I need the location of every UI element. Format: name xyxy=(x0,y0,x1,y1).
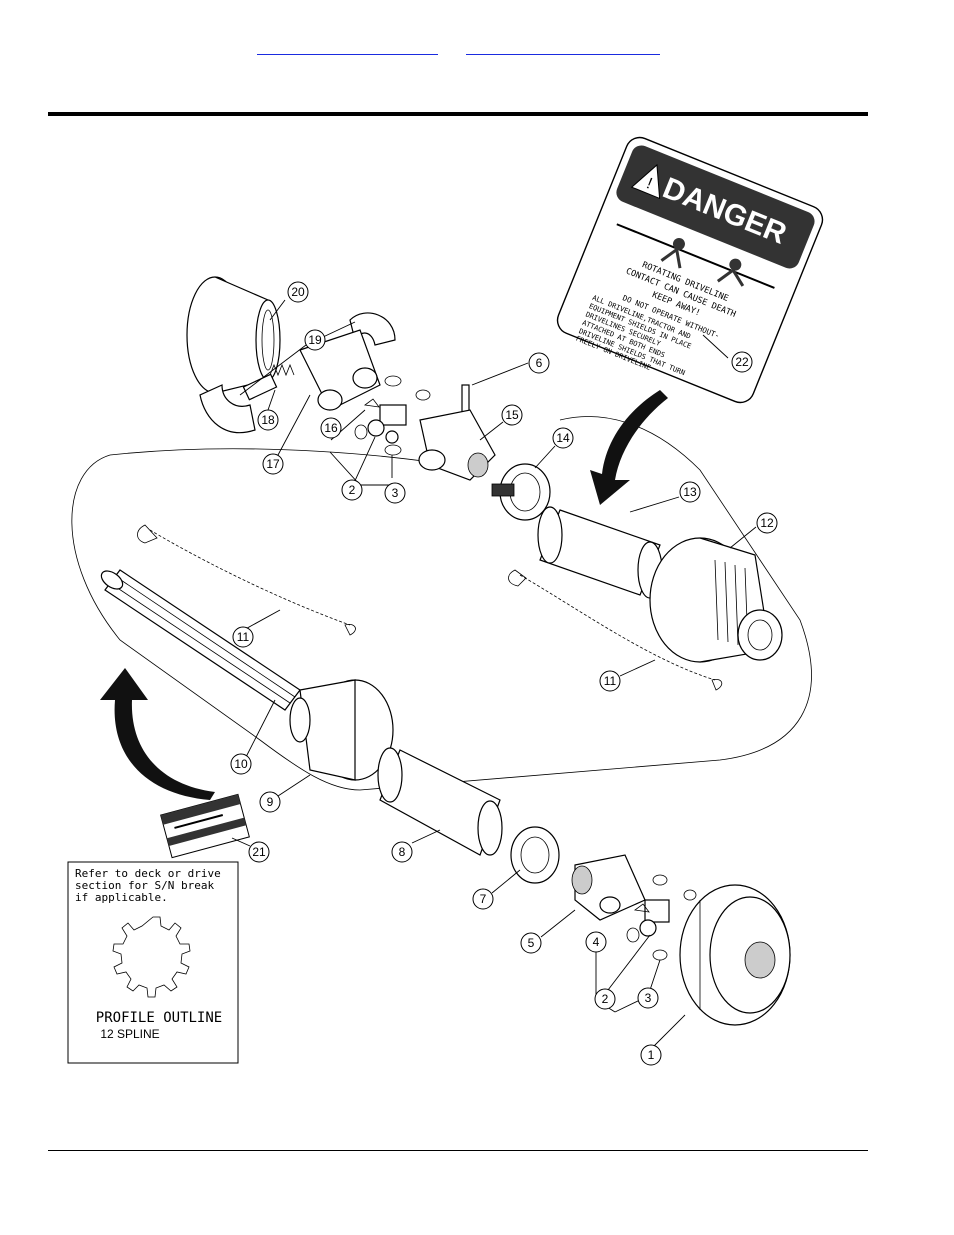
callout-17[interactable]: 17 xyxy=(262,453,284,475)
part-7-bearing-ring xyxy=(510,826,560,884)
svg-text:11: 11 xyxy=(604,674,617,688)
svg-text:6: 6 xyxy=(536,356,543,370)
svg-text:3: 3 xyxy=(392,486,399,500)
callout-2-upper[interactable]: 2 xyxy=(341,479,363,501)
svg-text:8: 8 xyxy=(399,845,406,859)
decal-arrow-upper xyxy=(590,390,668,505)
svg-text:21: 21 xyxy=(252,845,266,859)
part-12-shield-cone xyxy=(649,537,783,663)
callout-1[interactable]: 1 xyxy=(640,1044,662,1066)
header-rule xyxy=(48,112,868,116)
callout-2-lower[interactable]: 2 xyxy=(594,988,616,1010)
svg-text:11: 11 xyxy=(237,630,250,644)
callout-9[interactable]: 9 xyxy=(259,791,281,813)
callout-18[interactable]: 18 xyxy=(257,409,279,431)
danger-decal: ! DANGER ROTATING DRIVELINE CONTACT CAN … xyxy=(556,136,824,404)
callout-20[interactable]: 20 xyxy=(287,281,309,303)
svg-text:5: 5 xyxy=(528,936,535,950)
note-line-1: Refer to deck or drive xyxy=(75,867,221,880)
svg-text:10: 10 xyxy=(234,757,248,771)
part-11-chain-upper xyxy=(149,529,351,626)
svg-text:2: 2 xyxy=(602,992,609,1006)
part-1-clutch xyxy=(679,884,791,1026)
callout-5[interactable]: 5 xyxy=(520,932,542,954)
svg-text:22: 22 xyxy=(735,355,749,369)
svg-text:2: 2 xyxy=(349,483,356,497)
part-17-yoke xyxy=(299,329,381,411)
part-20-shield-cone xyxy=(186,276,281,394)
svg-text:9: 9 xyxy=(267,795,274,809)
svg-text:!: ! xyxy=(644,175,654,192)
part-9-inner-shield xyxy=(289,679,394,781)
part-15-yoke xyxy=(418,409,496,481)
svg-text:4: 4 xyxy=(593,935,600,949)
part-18-spring-pin xyxy=(242,363,295,401)
svg-text:15: 15 xyxy=(505,408,519,422)
callout-19[interactable]: 19 xyxy=(304,329,326,351)
part-10-splined-shaft xyxy=(100,569,301,711)
svg-text:7: 7 xyxy=(480,892,487,906)
svg-text:14: 14 xyxy=(556,431,570,445)
part-19-yoke-half-lower xyxy=(199,384,256,434)
callout-12[interactable]: 12 xyxy=(756,512,778,534)
callout-4[interactable]: 4 xyxy=(585,931,607,953)
callout-8[interactable]: 8 xyxy=(391,841,413,863)
callout-3-upper[interactable]: 3 xyxy=(384,482,406,504)
callout-7[interactable]: 7 xyxy=(472,888,494,910)
decal-arrow-lower xyxy=(100,668,215,800)
callout-11-lower[interactable]: 11 xyxy=(599,670,621,692)
profile-subtitle: 12 SPLINE xyxy=(100,1027,159,1041)
profile-title: PROFILE OUTLINE xyxy=(96,1010,222,1026)
svg-text:3: 3 xyxy=(645,991,652,1005)
part-14-bearing-ring xyxy=(491,463,551,521)
svg-text:18: 18 xyxy=(261,413,275,427)
callout-22[interactable]: 22 xyxy=(731,351,753,373)
callout-15[interactable]: 15 xyxy=(501,404,523,426)
callout-16[interactable]: 16 xyxy=(320,417,342,439)
svg-text:13: 13 xyxy=(683,485,697,499)
note-line-3: if applicable. xyxy=(75,891,168,904)
nav-link-2[interactable] xyxy=(466,40,660,55)
callout-10[interactable]: 10 xyxy=(230,753,252,775)
spline-note-box: Refer to deck or drive section for S/N b… xyxy=(67,861,239,1064)
svg-text:12: 12 xyxy=(760,516,774,530)
svg-text:16: 16 xyxy=(324,421,338,435)
part-11-chain-lower xyxy=(519,574,716,681)
part-13-outer-tube xyxy=(537,506,663,599)
assembly-outline xyxy=(71,416,812,791)
callout-13[interactable]: 13 xyxy=(679,481,701,503)
part-16-cross-kit xyxy=(354,375,431,456)
svg-text:1: 1 xyxy=(648,1048,655,1062)
callout-3-lower[interactable]: 3 xyxy=(637,987,659,1009)
footer-rule xyxy=(48,1150,868,1151)
callout-6[interactable]: 6 xyxy=(528,352,550,374)
svg-text:20: 20 xyxy=(291,285,305,299)
callout-21[interactable]: 21 xyxy=(248,841,270,863)
part-4-cross-kit xyxy=(626,874,697,961)
svg-text:19: 19 xyxy=(308,333,322,347)
note-line-2: section for S/N break xyxy=(75,879,214,892)
pictogram xyxy=(604,203,787,309)
part-21-decal xyxy=(160,793,250,859)
callout-11-upper[interactable]: 11 xyxy=(232,626,254,648)
spline-profile xyxy=(112,916,191,998)
leader-lines xyxy=(231,299,757,1049)
part-8-inner-tube xyxy=(377,747,503,856)
svg-text:17: 17 xyxy=(266,457,280,471)
callout-14[interactable]: 14 xyxy=(552,427,574,449)
part-5-yoke xyxy=(571,854,646,921)
nav-link-1[interactable] xyxy=(257,40,438,55)
